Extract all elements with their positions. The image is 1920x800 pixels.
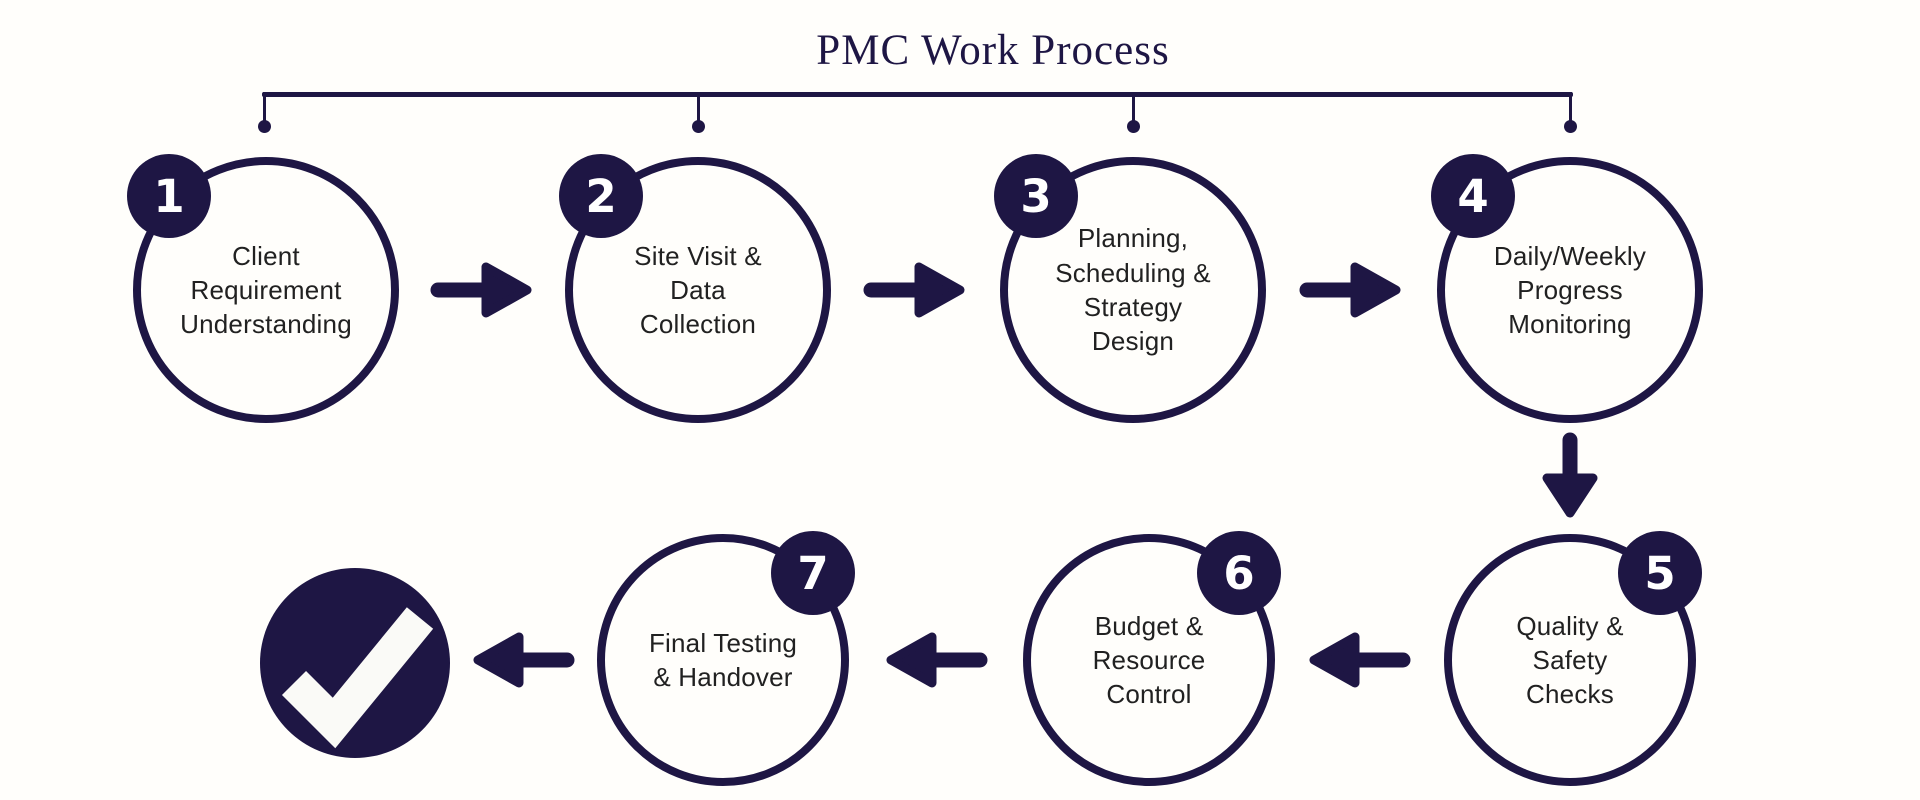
step-number-badge: 3 xyxy=(994,154,1078,238)
step-circle: Quality & Safety Checks xyxy=(1444,534,1696,786)
bracket-dot xyxy=(1127,120,1140,133)
arrow-left-icon xyxy=(886,632,988,688)
step-1: Client Requirement Understanding 1 xyxy=(127,154,399,423)
step-label: Client Requirement Understanding xyxy=(180,240,352,340)
step-6: Budget & Resource Control 6 xyxy=(1023,531,1281,786)
step-number-badge: 1 xyxy=(127,154,211,238)
step-number-badge: 2 xyxy=(559,154,643,238)
step-number-badge: 7 xyxy=(771,531,855,615)
step-4: Daily/Weekly Progress Monitoring 4 xyxy=(1431,154,1703,423)
step-circle: Daily/Weekly Progress Monitoring xyxy=(1437,157,1703,423)
arrow-right-icon xyxy=(1299,262,1401,318)
completion-circle xyxy=(260,568,450,758)
step-number-badge: 5 xyxy=(1618,531,1702,615)
bracket-tick xyxy=(697,92,700,124)
step-label: Site Visit & Data Collection xyxy=(634,240,762,340)
arrow-left-icon xyxy=(473,632,575,688)
bracket-line xyxy=(262,92,1573,97)
bracket-dot xyxy=(692,120,705,133)
step-5: Quality & Safety Checks 5 xyxy=(1444,531,1702,786)
step-circle: Planning, Scheduling & Strategy Design xyxy=(1000,157,1266,423)
step-label: Planning, Scheduling & Strategy Design xyxy=(1055,223,1211,357)
step-number-badge: 4 xyxy=(1431,154,1515,238)
arrow-left-icon xyxy=(1309,632,1411,688)
arrow-right-icon xyxy=(430,262,532,318)
bracket-tick xyxy=(263,92,266,124)
step-label: Quality & Safety Checks xyxy=(1516,610,1624,710)
bracket-tick xyxy=(1132,92,1135,124)
step-3: Planning, Scheduling & Strategy Design 3 xyxy=(994,154,1266,423)
bracket-tick xyxy=(1569,92,1572,124)
step-label: Budget & Resource Control xyxy=(1092,610,1206,710)
step-circle: Site Visit & Data Collection xyxy=(565,157,831,423)
step-circle: Budget & Resource Control xyxy=(1023,534,1275,786)
bracket-dot xyxy=(258,120,271,133)
step-circle: Client Requirement Understanding xyxy=(133,157,399,423)
bracket-dot xyxy=(1564,120,1577,133)
step-2: Site Visit & Data Collection 2 xyxy=(559,154,831,423)
diagram-title: PMC Work Process xyxy=(816,27,1170,74)
step-label: Daily/Weekly Progress Monitoring xyxy=(1493,240,1647,340)
arrow-down-icon xyxy=(1542,432,1598,518)
step-7: Final Testing & Handover 7 xyxy=(597,531,855,786)
step-circle: Final Testing & Handover xyxy=(597,534,849,786)
step-number-badge: 6 xyxy=(1197,531,1281,615)
checkmark-icon xyxy=(281,607,434,749)
step-label: Final Testing & Handover xyxy=(648,627,798,692)
arrow-right-icon xyxy=(863,262,965,318)
